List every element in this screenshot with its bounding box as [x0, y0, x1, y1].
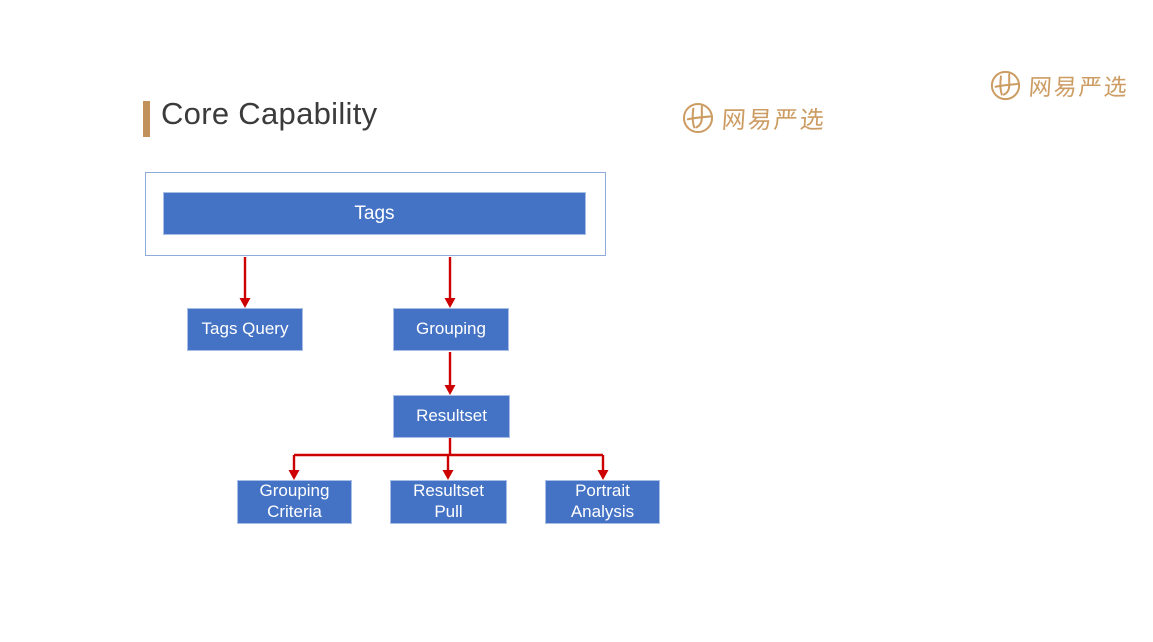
node-resultset-pull: Resultset Pull: [390, 480, 507, 524]
node-portrait-analysis: Portrait Analysis: [545, 480, 660, 524]
title-accent-bar: [143, 101, 150, 137]
node-grouping-criteria: Grouping Criteria: [237, 480, 352, 524]
yanxuan-logo-icon: [989, 69, 1022, 102]
brand-logo-center: 网易严选: [681, 100, 827, 135]
page-title: Core Capability: [161, 96, 378, 131]
brand-logo-text: 网易严选: [1027, 75, 1130, 100]
node-grouping: Grouping: [393, 308, 509, 351]
node-resultset: Resultset: [393, 395, 510, 438]
yanxuan-logo-icon: [681, 101, 715, 135]
node-tags-query: Tags Query: [187, 308, 303, 351]
brand-logo-topright: 网易严选: [989, 68, 1130, 102]
brand-logo-text: 网易严选: [720, 108, 827, 134]
node-tags: Tags: [163, 192, 586, 235]
